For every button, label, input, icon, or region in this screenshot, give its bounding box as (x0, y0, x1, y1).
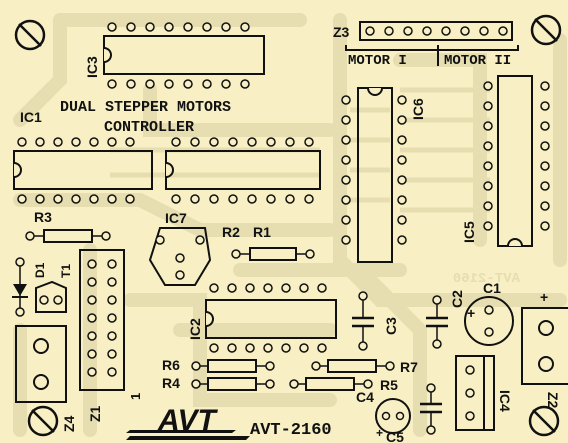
c1-label: C1 (483, 280, 501, 296)
c2-label: C2 (449, 290, 465, 308)
r6-label: R6 (162, 357, 180, 373)
ic5-label: IC5 (461, 221, 477, 243)
mounting-holes (14, 14, 562, 437)
r5-label: R5 (380, 377, 398, 393)
r4-label: R4 (162, 375, 180, 391)
z2-connector (521, 307, 568, 385)
z4-connector (15, 325, 67, 403)
ic7-regulator (148, 227, 212, 286)
c3-label: C3 (383, 317, 399, 335)
motor1-label: MOTOR I (348, 53, 407, 69)
r5-resistor (289, 377, 373, 391)
r3-resistor (25, 229, 111, 243)
z3-label: Z3 (333, 24, 350, 40)
ic7-label: IC7 (165, 210, 187, 226)
ic1-label: IC1 (20, 109, 42, 125)
c1-plus: + (467, 305, 475, 321)
z2-minus: - (563, 392, 568, 397)
r7-resistor (311, 359, 395, 373)
d1-diode (12, 257, 28, 317)
r1-label: R1 (253, 224, 271, 240)
ic6-chip (341, 87, 407, 263)
logo-text: AVT (157, 404, 218, 437)
title-line1: DUAL STEPPER MOTORS (60, 99, 231, 116)
pin-one-label: 1 (128, 393, 143, 400)
c5-capacitor (420, 383, 442, 435)
r2-label: R2 (222, 224, 240, 240)
c4-label: C4 (356, 389, 374, 405)
r6-resistor (191, 359, 275, 373)
ic1-chip (13, 137, 153, 204)
r4-resistor (191, 377, 275, 391)
ic5-chip (483, 75, 550, 247)
c3-capacitor (352, 291, 374, 351)
c1-capacitor (464, 296, 514, 346)
z1-header (79, 249, 125, 391)
mirror-code: AVT-2160 (453, 271, 520, 287)
ic3-label: IC3 (84, 56, 100, 78)
z2-label: Z2 (545, 392, 561, 409)
ic4-label: IC4 (497, 390, 513, 412)
title-line2: CONTROLLER (104, 119, 194, 136)
motor2-label: MOTOR II (444, 53, 511, 69)
c2-capacitor (426, 295, 448, 349)
c4-plus: + (376, 426, 383, 440)
z2-plus: + (540, 289, 548, 305)
ic-chip-unlabeled (165, 137, 321, 204)
ic6-label: IC6 (410, 98, 426, 120)
ic2-chip (205, 283, 337, 353)
z4-label: Z4 (61, 415, 77, 432)
r7-label: R7 (400, 359, 418, 375)
r3-label: R3 (34, 209, 52, 225)
r1-resistor (231, 247, 315, 261)
ic3-chip (103, 22, 265, 89)
avt-logo: AVT (126, 404, 250, 440)
z3-connector (345, 21, 519, 66)
t1-transistor (35, 280, 67, 313)
t1-label: T1 (59, 264, 73, 278)
board-code: AVT-2160 (250, 421, 332, 440)
c5-label: C5 (386, 429, 404, 443)
ic2-label: IC2 (187, 318, 203, 340)
c4-capacitor (375, 398, 411, 434)
d1-label: D1 (33, 262, 47, 278)
z1-label: Z1 (87, 405, 103, 422)
ic4-regulator (455, 355, 495, 431)
